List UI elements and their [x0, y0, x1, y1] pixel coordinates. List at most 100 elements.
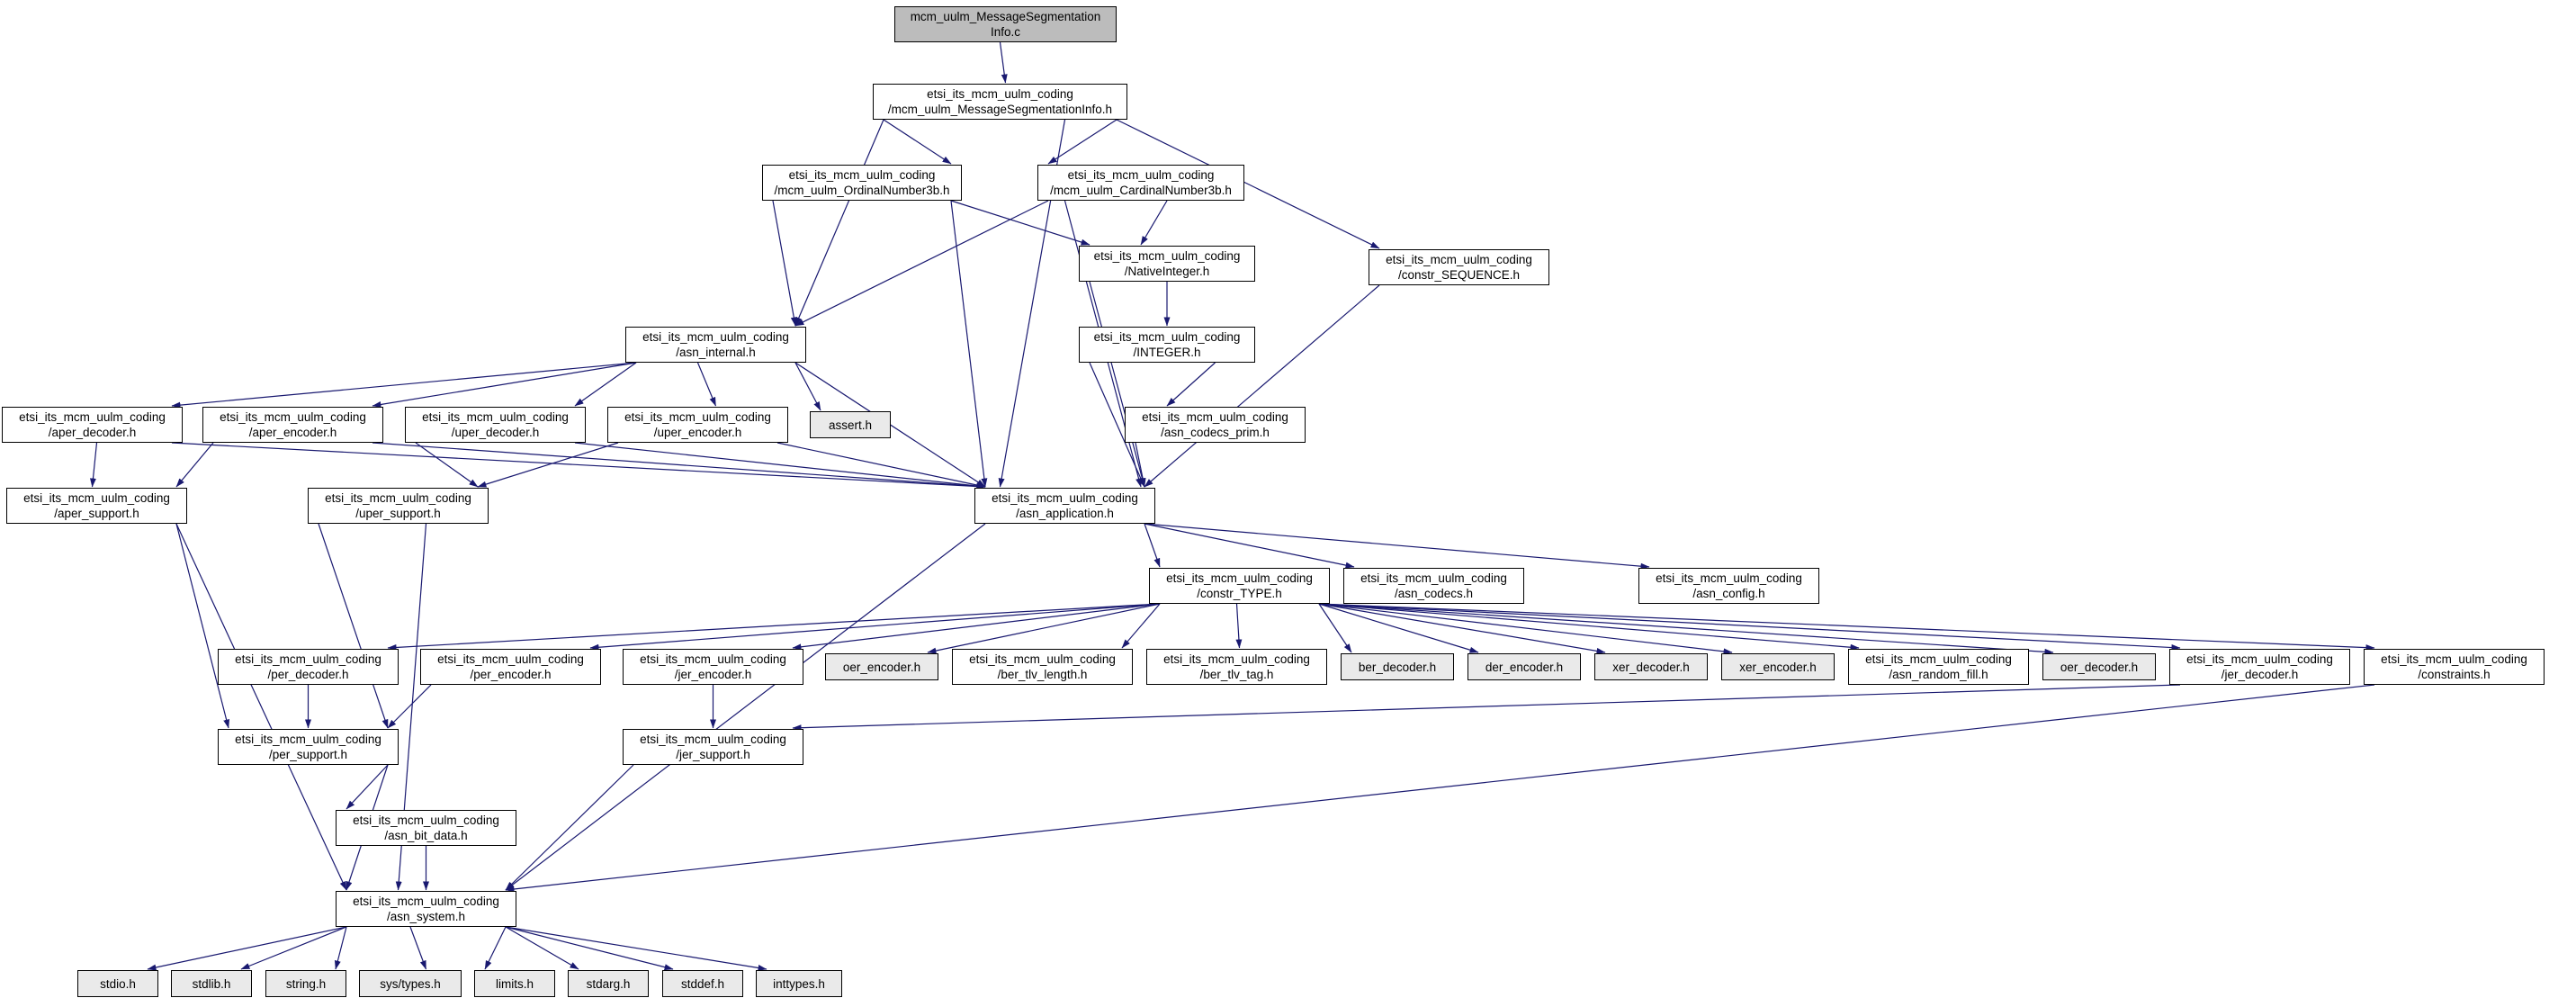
node-jer_support[interactable]: etsi_its_mcm_uulm_coding/jer_support.h — [623, 729, 803, 765]
edge-ordinal-asn_application — [950, 200, 988, 488]
node-label-line: etsi_its_mcm_uulm_coding — [1360, 571, 1507, 585]
node-label-line: stddef.h — [680, 976, 725, 991]
node-label-line: oer_encoder.h — [842, 660, 921, 674]
node-label-line: sys/types.h — [380, 976, 441, 991]
node-sys_types: sys/types.h — [359, 970, 462, 997]
node-oer_decoder: oer_decoder.h — [2042, 653, 2156, 680]
node-aper_decoder[interactable]: etsi_its_mcm_uulm_coding/aper_decoder.h — [2, 407, 183, 443]
node-label-line: etsi_its_mcm_uulm_coding — [624, 410, 771, 424]
node-uper_decoder[interactable]: etsi_its_mcm_uulm_coding/uper_decoder.h — [405, 407, 586, 443]
node-uper_encoder[interactable]: etsi_its_mcm_uulm_coding/uper_encoder.h — [607, 407, 788, 443]
edge-constr_type-xer_decoder — [1318, 603, 1606, 654]
node-label-line: etsi_its_mcm_uulm_coding — [788, 168, 936, 182]
node-ber_tlv_length[interactable]: etsi_its_mcm_uulm_coding/ber_tlv_length.… — [952, 649, 1133, 685]
node-label-line: der_encoder.h — [1485, 660, 1564, 674]
edge-aper_decoder-asn_application — [171, 442, 986, 490]
node-label-line: /asn_system.h — [386, 910, 466, 923]
edge-cardinal-native_integer — [1140, 200, 1168, 246]
node-label-line: /aper_encoder.h — [248, 426, 337, 439]
node-constr_type[interactable]: etsi_its_mcm_uulm_coding/constr_TYPE.h — [1149, 568, 1330, 604]
node-asn_random_fill[interactable]: etsi_its_mcm_uulm_coding/asn_random_fill… — [1848, 649, 2029, 685]
node-msi_h[interactable]: etsi_its_mcm_uulm_coding/mcm_uulm_Messag… — [873, 84, 1127, 120]
edge-aper_encoder-asn_application — [372, 442, 986, 490]
node-constr_sequence[interactable]: etsi_its_mcm_uulm_coding/constr_SEQUENCE… — [1369, 249, 1549, 285]
node-label-line: /jer_support.h — [676, 748, 750, 761]
edge-asn_system-stdlib — [240, 926, 347, 970]
node-per_support[interactable]: etsi_its_mcm_uulm_coding/per_support.h — [218, 729, 399, 765]
edge-asn_internal-uper_decoder — [574, 362, 637, 407]
node-label-line: etsi_its_mcm_uulm_coding — [437, 652, 584, 666]
edge-msi_h-ordinal — [883, 119, 952, 165]
node-ber_tlv_tag[interactable]: etsi_its_mcm_uulm_coding/ber_tlv_tag.h — [1146, 649, 1327, 685]
node-aper_support[interactable]: etsi_its_mcm_uulm_coding/aper_support.h — [6, 488, 187, 524]
edge-jer_support-asn_system — [505, 764, 634, 891]
node-asn_bit_data[interactable]: etsi_its_mcm_uulm_coding/asn_bit_data.h — [336, 810, 516, 846]
node-ber_decoder: ber_decoder.h — [1341, 653, 1454, 680]
node-label-line: /constraints.h — [2418, 668, 2491, 681]
node-label-line: stdarg.h — [586, 976, 631, 991]
node-asn_config[interactable]: etsi_its_mcm_uulm_coding/asn_config.h — [1638, 568, 1819, 604]
node-label-line: /asn_config.h — [1692, 587, 1765, 600]
edge-uper_support-per_support — [318, 523, 389, 729]
edge-constr_sequence-asn_application — [1144, 284, 1380, 488]
node-string: string.h — [265, 970, 346, 997]
edge-ordinal-native_integer — [950, 200, 1091, 246]
node-aper_encoder[interactable]: etsi_its_mcm_uulm_coding/aper_encoder.h — [202, 407, 383, 443]
node-label-line: etsi_its_mcm_uulm_coding — [235, 733, 381, 746]
node-label-line: etsi_its_mcm_uulm_coding — [1093, 330, 1241, 344]
edge-aper_support-asn_system — [175, 523, 347, 891]
node-cardinal[interactable]: etsi_its_mcm_uulm_coding/mcm_uulm_Cardin… — [1037, 165, 1244, 201]
node-stdlib: stdlib.h — [171, 970, 252, 997]
node-label-line: /aper_support.h — [54, 507, 139, 520]
edge-constr_type-constraints — [1318, 603, 2375, 652]
edge-aper_decoder-aper_support — [89, 442, 98, 488]
node-native_integer[interactable]: etsi_its_mcm_uulm_coding/NativeInteger.h — [1079, 246, 1255, 282]
node-xer_decoder: xer_decoder.h — [1594, 653, 1708, 680]
node-jer_encoder[interactable]: etsi_its_mcm_uulm_coding/jer_encoder.h — [623, 649, 803, 685]
node-label-line: /mcm_uulm_MessageSegmentationInfo.h — [887, 103, 1113, 116]
node-ordinal[interactable]: etsi_its_mcm_uulm_coding/mcm_uulm_Ordina… — [762, 165, 962, 201]
edge-constr_type-der_encoder — [1318, 603, 1479, 653]
node-label-line: xer_decoder.h — [1612, 660, 1690, 674]
node-oer_encoder: oer_encoder.h — [825, 653, 938, 680]
edge-asn_system-stdarg — [505, 926, 579, 970]
edge-uper_decoder-asn_application — [574, 442, 986, 490]
node-per_decoder[interactable]: etsi_its_mcm_uulm_coding/per_decoder.h — [218, 649, 399, 685]
edge-asn_codecs_prim-asn_application — [1135, 442, 1146, 488]
node-stdio: stdio.h — [77, 970, 158, 997]
edge-main_c-msi_h — [999, 41, 1008, 84]
node-label-line: /uper_decoder.h — [451, 426, 540, 439]
node-label-line: etsi_its_mcm_uulm_coding — [353, 895, 499, 908]
edge-asn_system-inttypes — [505, 926, 767, 971]
node-label-line: etsi_its_mcm_uulm_coding — [992, 491, 1138, 505]
node-asn_application[interactable]: etsi_its_mcm_uulm_coding/asn_application… — [974, 488, 1155, 524]
edge-constr_type-ber_decoder — [1318, 603, 1352, 653]
node-integer[interactable]: etsi_its_mcm_uulm_coding/INTEGER.h — [1079, 327, 1255, 363]
node-label-line: stdio.h — [100, 976, 136, 991]
node-stddef: stddef.h — [662, 970, 743, 997]
node-der_encoder: der_encoder.h — [1468, 653, 1581, 680]
node-label-line: etsi_its_mcm_uulm_coding — [642, 330, 789, 344]
node-stdarg: stdarg.h — [568, 970, 649, 997]
node-label-line: etsi_its_mcm_uulm_coding — [1142, 410, 1288, 424]
node-asn_codecs[interactable]: etsi_its_mcm_uulm_coding/asn_codecs.h — [1343, 568, 1524, 604]
node-asn_internal[interactable]: etsi_its_mcm_uulm_coding/asn_internal.h — [625, 327, 806, 363]
node-jer_decoder[interactable]: etsi_its_mcm_uulm_coding/jer_decoder.h — [2169, 649, 2350, 685]
edge-uper_decoder-uper_support — [415, 442, 479, 488]
edge-asn_application-constr_type — [1144, 523, 1161, 568]
node-label-line: /jer_decoder.h — [2221, 668, 2299, 681]
node-label-line: etsi_its_mcm_uulm_coding — [2381, 652, 2527, 666]
node-label-line: /asn_bit_data.h — [384, 829, 468, 842]
node-asn_codecs_prim[interactable]: etsi_its_mcm_uulm_coding/asn_codecs_prim… — [1125, 407, 1306, 443]
node-constraints[interactable]: etsi_its_mcm_uulm_coding/constraints.h — [2364, 649, 2545, 685]
node-asn_system[interactable]: etsi_its_mcm_uulm_coding/asn_system.h — [336, 891, 516, 927]
node-limits: limits.h — [474, 970, 555, 997]
node-label-line: limits.h — [495, 976, 534, 991]
node-label-line: string.h — [285, 976, 327, 991]
node-label-line: etsi_its_mcm_uulm_coding — [640, 652, 786, 666]
node-label-line: /constr_SEQUENCE.h — [1397, 268, 1521, 282]
node-per_encoder[interactable]: etsi_its_mcm_uulm_coding/per_encoder.h — [420, 649, 601, 685]
node-uper_support[interactable]: etsi_its_mcm_uulm_coding/uper_support.h — [308, 488, 489, 524]
edge-asn_system-stddef — [505, 926, 674, 971]
